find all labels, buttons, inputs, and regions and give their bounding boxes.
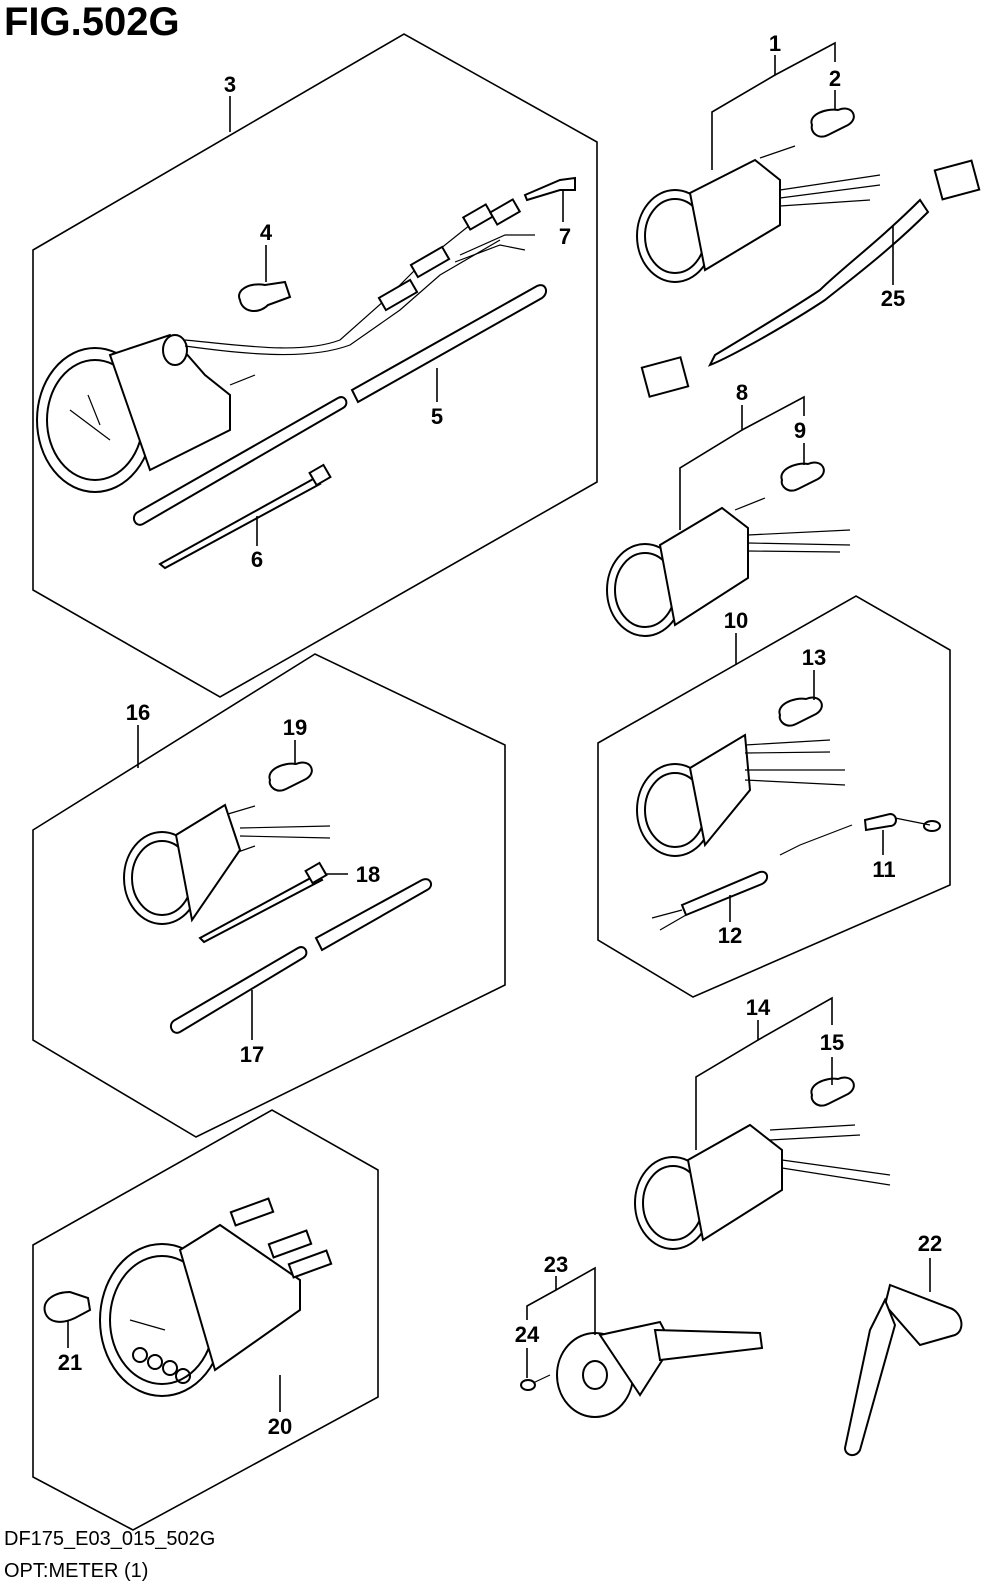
callout-5: 5: [431, 404, 443, 429]
harness-25-drawing: [640, 159, 981, 398]
gauge-14-drawing: [634, 1123, 891, 1250]
group-box-10: [597, 595, 951, 998]
wire-11-drawing: [779, 812, 941, 856]
bulb-21-drawing: [43, 1290, 92, 1323]
callout-23: 23: [544, 1252, 568, 1277]
screw-24-drawing: [520, 1374, 551, 1391]
tube-5-drawing: [132, 284, 548, 526]
callout-numbers: 1 2 3 4 5 6 7 8 9 10 11 12 13 14 15 16 1…: [58, 31, 942, 1439]
leader-lines: [67, 41, 931, 1412]
gauge-16-drawing: [123, 803, 331, 925]
gauge-1-drawing: [636, 145, 881, 283]
callout-13: 13: [802, 645, 826, 670]
bulb-4-drawing: [238, 280, 292, 312]
tie-6-drawing: [158, 463, 332, 570]
group-box-3: [32, 33, 598, 698]
callout-17: 17: [240, 1042, 264, 1067]
bulb-9-drawing: [780, 461, 825, 492]
callout-19: 19: [283, 715, 307, 740]
group-box-20: [32, 1109, 379, 1531]
gauge-8-drawing: [606, 497, 851, 637]
callout-18: 18: [356, 862, 380, 887]
callout-11: 11: [872, 857, 895, 882]
callout-22: 22: [918, 1231, 942, 1256]
footer-code: DF175_E03_015_502G: [4, 1528, 216, 1550]
footer-subtitle: OPT:METER (1): [4, 1560, 149, 1582]
callout-2: 2: [829, 66, 841, 91]
callout-10: 10: [724, 608, 748, 633]
callout-7: 7: [559, 224, 571, 249]
callout-6: 6: [251, 547, 263, 572]
callout-8: 8: [736, 380, 748, 405]
callout-15: 15: [820, 1030, 844, 1055]
callout-24: 24: [515, 1322, 540, 1347]
bulb-13-drawing: [778, 696, 823, 727]
callout-12: 12: [718, 923, 742, 948]
gauge-3-drawing: [36, 198, 535, 493]
callout-1: 1: [769, 31, 781, 56]
sender-22-drawing: [843, 1283, 963, 1456]
tube-17-drawing: [169, 878, 433, 1034]
callout-21: 21: [58, 1350, 82, 1375]
gauge-20-drawing: [99, 1197, 333, 1397]
bulb-2-drawing: [810, 107, 855, 138]
tie-18-drawing: [198, 861, 328, 944]
wire-12-drawing: [651, 870, 768, 931]
callout-20: 20: [268, 1414, 292, 1439]
bulb-15-drawing: [810, 1076, 855, 1107]
callout-25: 25: [881, 286, 905, 311]
bulb-19-drawing: [268, 761, 313, 792]
callout-3: 3: [224, 72, 236, 97]
group-box-16: [32, 653, 506, 1138]
sender-23-drawing: [556, 1320, 764, 1418]
callout-16: 16: [126, 700, 150, 725]
callout-4: 4: [260, 220, 273, 245]
gauge-10-drawing: [636, 733, 846, 857]
callout-9: 9: [794, 418, 806, 443]
pin-7-drawing: [523, 176, 576, 202]
callout-14: 14: [746, 995, 771, 1020]
figure-title: FIG.502G: [4, 0, 180, 44]
